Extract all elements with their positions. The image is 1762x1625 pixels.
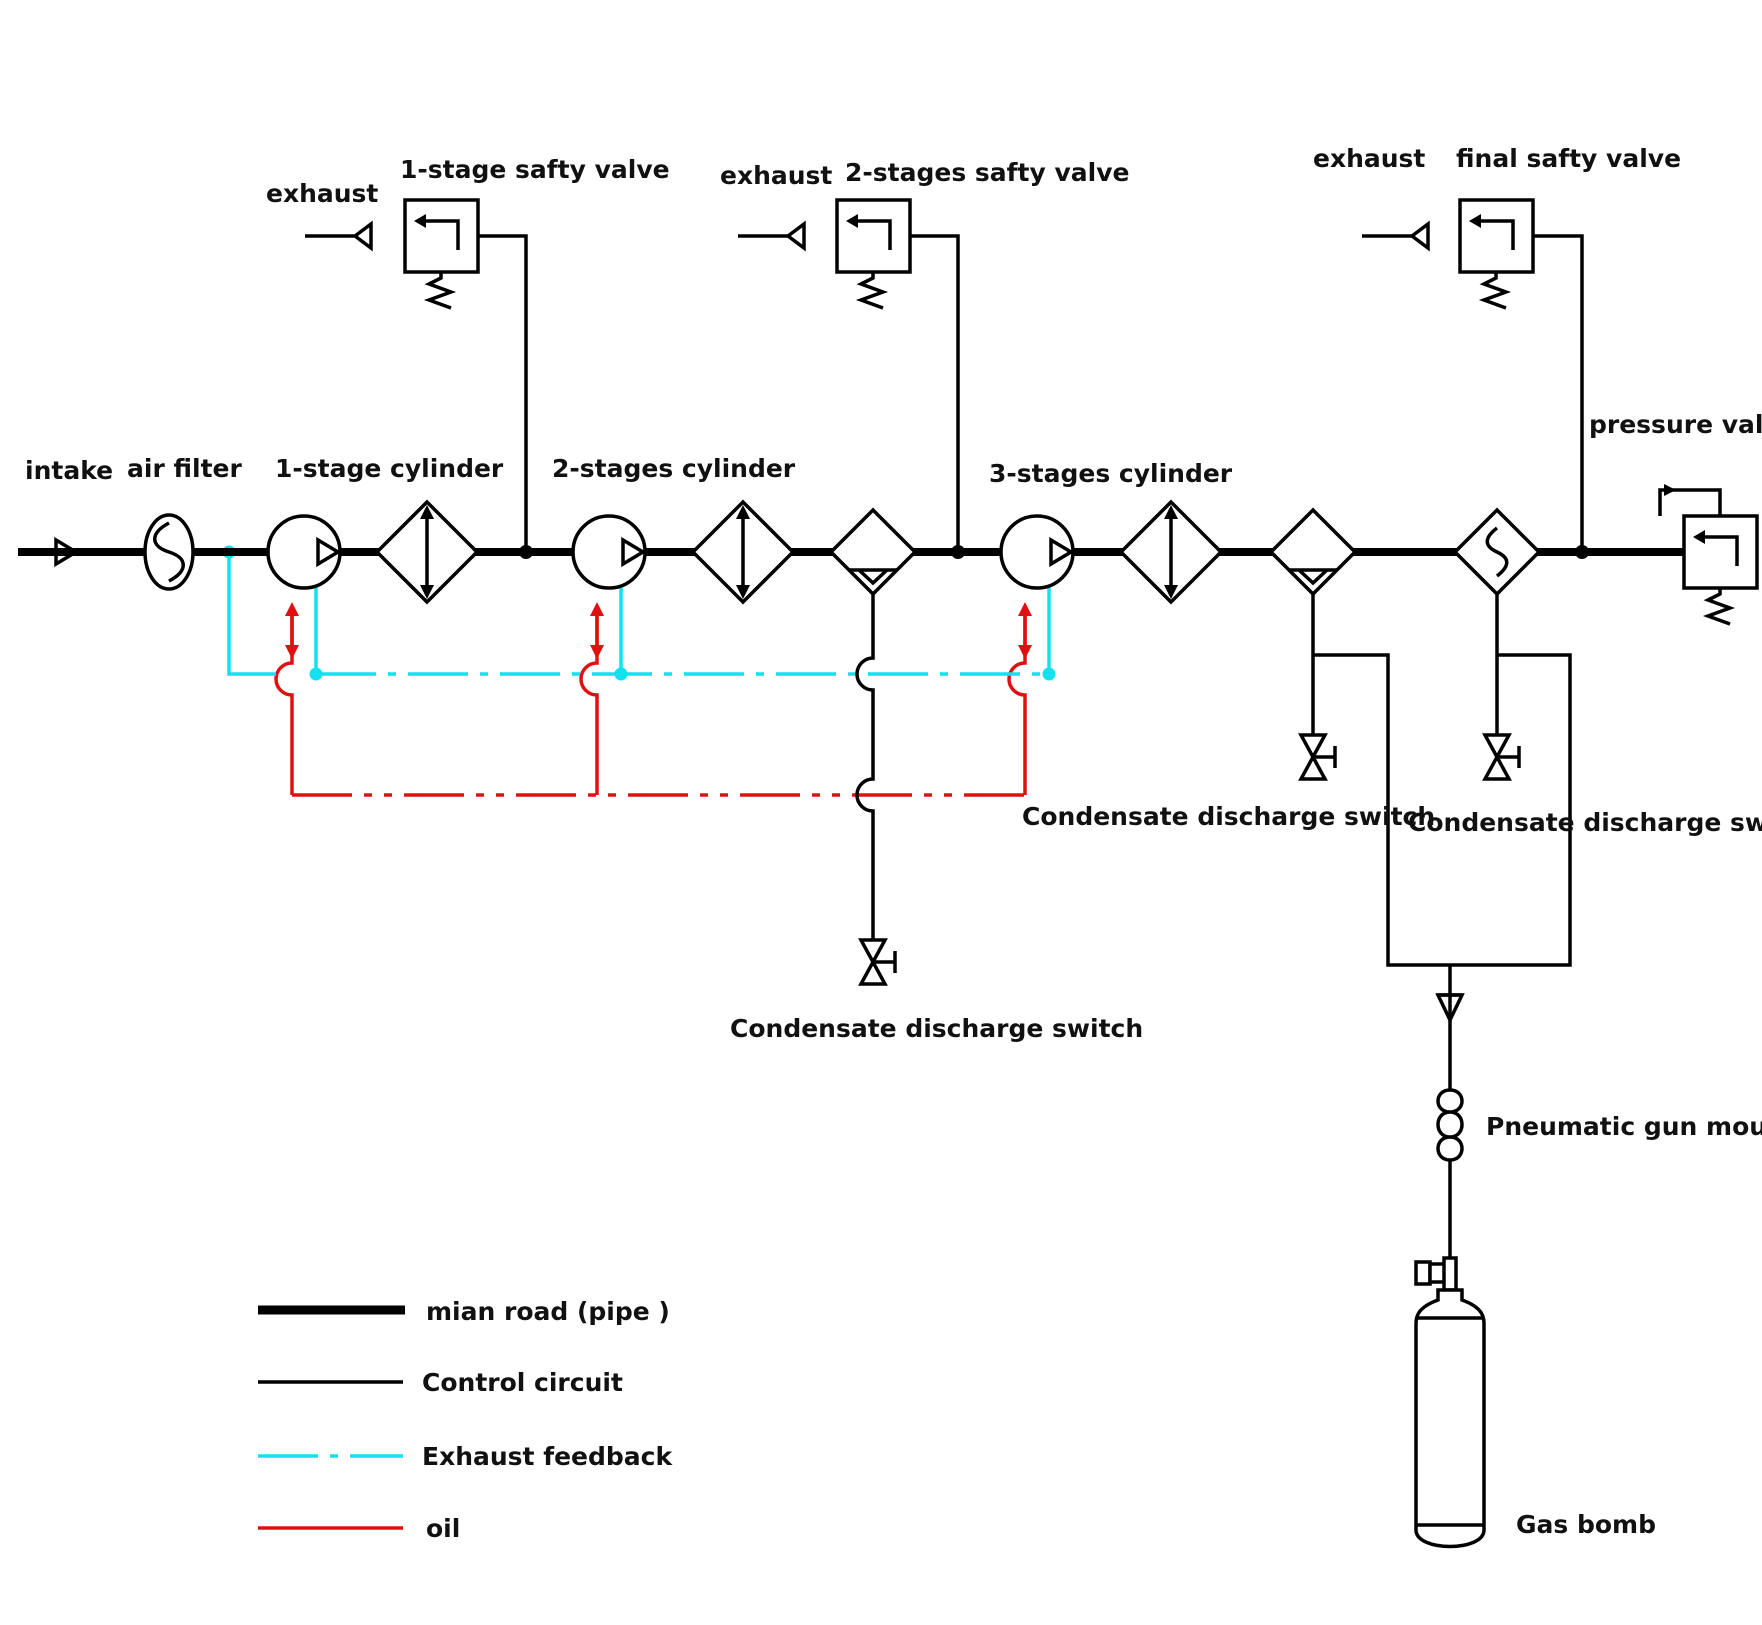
separator-1-symbol xyxy=(828,507,918,597)
exhaust-feedback-circuit xyxy=(222,545,1056,681)
gas-bomb-label: Gas bomb xyxy=(1516,1510,1656,1539)
safety-valve-final-label: final safty valve xyxy=(1456,144,1681,173)
drain-valve-1-symbol xyxy=(858,938,897,986)
separator-2-symbol xyxy=(1268,507,1358,597)
cooler-3-symbol xyxy=(1118,499,1224,605)
safety-valve-2-symbol xyxy=(785,198,912,310)
stage2-cylinder-label: 2-stages cylinder xyxy=(552,454,796,483)
legend-item-main-road: mian road (pipe ) xyxy=(258,1297,670,1326)
safety-valve-2-label: 2-stages safty valve xyxy=(845,158,1129,187)
safety-valve-final-symbol xyxy=(1409,198,1535,310)
pressure-valve-symbol xyxy=(1658,484,1759,626)
diagram-labels: intake air filter 1-stage cylinder 2-sta… xyxy=(25,144,1762,1539)
pressure-valve-label: pressure valve xyxy=(1589,410,1762,439)
legend-item-exhaust-feedback: Exhaust feedback xyxy=(258,1442,673,1471)
separator-filter-3-symbol xyxy=(1452,507,1542,597)
condensate-switch-3-label: Condensate discharge switch xyxy=(1408,808,1762,837)
cooler-1-symbol xyxy=(374,499,480,605)
air-filter-symbol xyxy=(143,513,195,591)
legend: mian road (pipe ) Control circuit Exhaus… xyxy=(258,1297,673,1543)
legend-label: Exhaust feedback xyxy=(422,1442,673,1471)
control-circuit xyxy=(305,234,1584,1258)
cylinder-2-symbol xyxy=(571,514,647,590)
exhaust-3-label: exhaust xyxy=(1313,144,1425,173)
cylinder-1-symbol xyxy=(266,514,342,590)
condensate-switch-1-label: Condensate discharge switch xyxy=(730,1014,1143,1043)
safety-valve-1-symbol xyxy=(352,198,480,310)
legend-label: oil xyxy=(426,1514,460,1543)
condensate-switch-2-label: Condensate discharge switch xyxy=(1022,802,1435,831)
stage1-cylinder-label: 1-stage cylinder xyxy=(275,454,504,483)
drain-valve-3-symbol xyxy=(1482,733,1521,781)
legend-label: Control circuit xyxy=(422,1368,623,1397)
air-filter-label: air filter xyxy=(127,454,242,483)
legend-item-oil: oil xyxy=(258,1514,460,1543)
pneumatic-gun-mouth-symbol xyxy=(1436,1088,1464,1162)
legend-item-control-circuit: Control circuit xyxy=(258,1368,623,1397)
oil-circuit xyxy=(274,602,1032,797)
cooler-2-symbol xyxy=(690,499,796,605)
gun-mouth-label: Pneumatic gun mouth xyxy=(1486,1112,1762,1141)
outlet-check-arrow-symbol xyxy=(1435,993,1465,1025)
intake-label: intake xyxy=(25,456,113,485)
drain-valve-2-symbol xyxy=(1298,733,1337,781)
legend-label: mian road (pipe ) xyxy=(426,1297,670,1326)
stage3-cylinder-label: 3-stages cylinder xyxy=(989,459,1233,488)
cylinder-3-symbol xyxy=(999,514,1075,590)
gas-bomb-symbol xyxy=(1414,1256,1486,1549)
exhaust-1-label: exhaust xyxy=(266,179,378,208)
exhaust-2-label: exhaust xyxy=(720,161,832,190)
safety-valve-1-label: 1-stage safty valve xyxy=(400,155,670,184)
